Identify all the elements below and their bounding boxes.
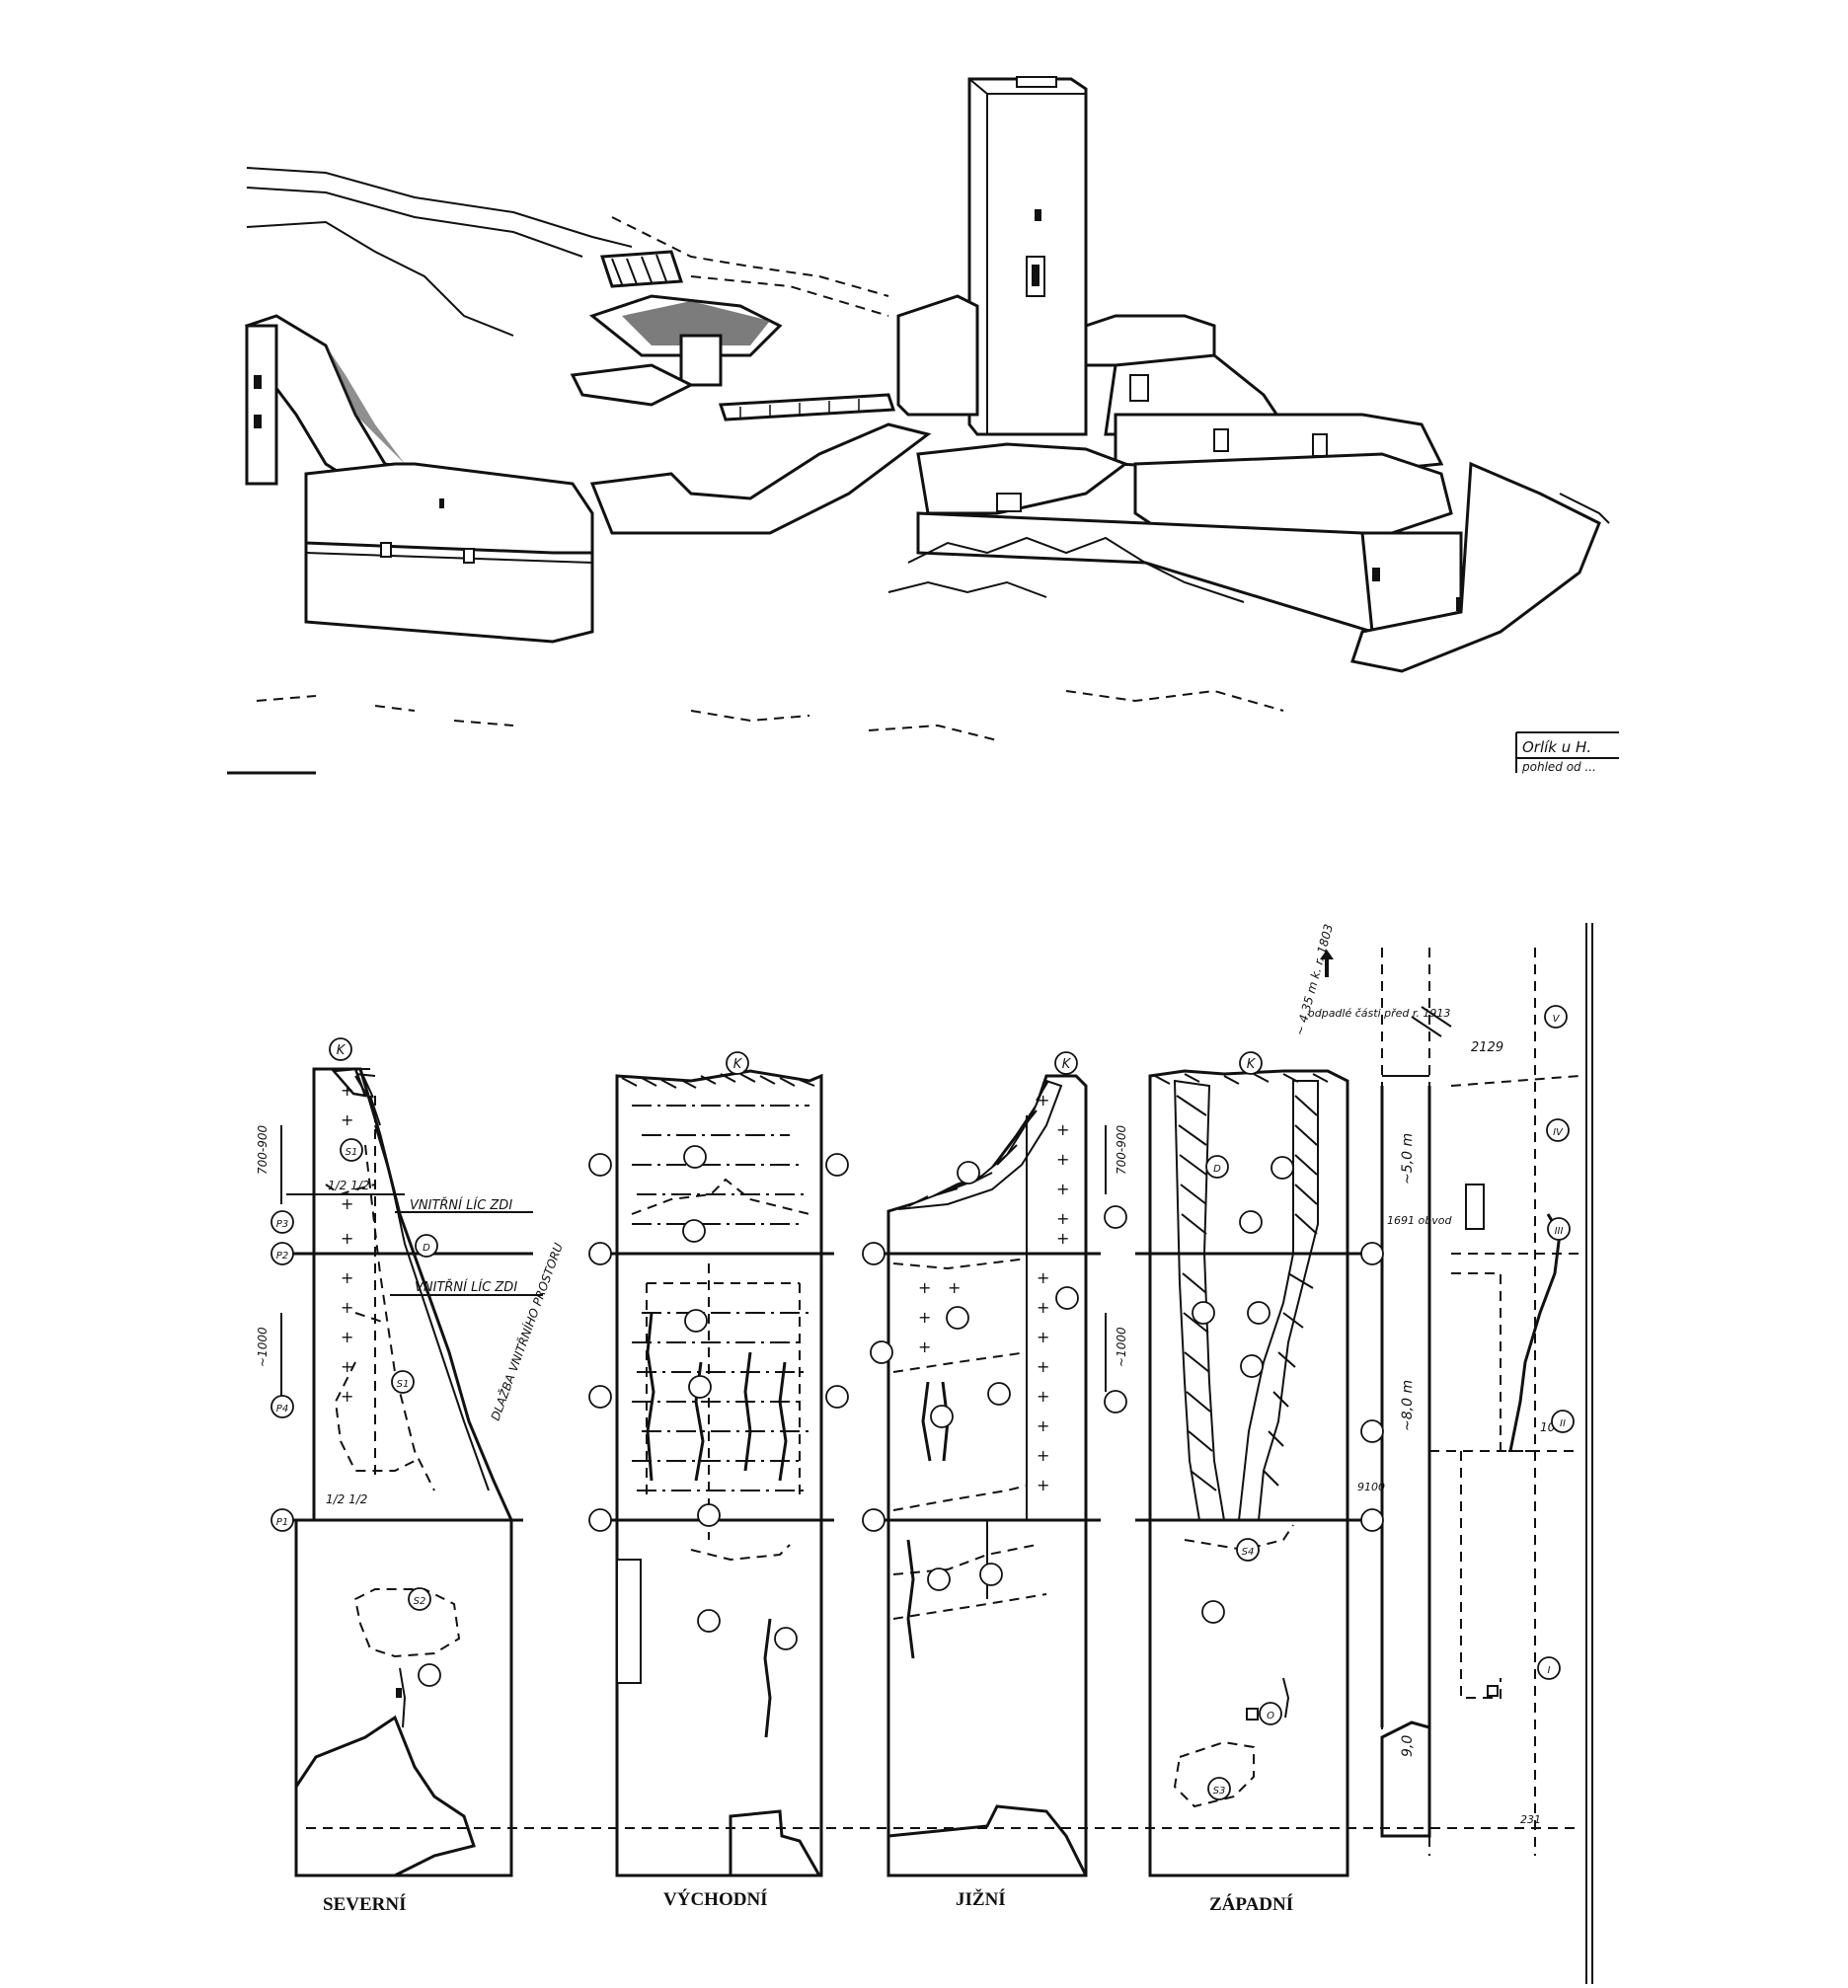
marker-p4-north: P4 <box>276 1404 288 1415</box>
crown-marker-west: K <box>1247 1057 1257 1072</box>
svg-text:+: + <box>1056 1229 1069 1248</box>
svg-text:+: + <box>1037 1268 1049 1287</box>
svg-text:+: + <box>1037 1476 1049 1494</box>
half-marks-north-upper: 1/2 1/2 <box>328 1179 369 1192</box>
roman-ii: II <box>1560 1418 1566 1429</box>
historic-note: odpadlé části před r. 1913 <box>1308 1007 1450 1020</box>
roman-i: I <box>1548 1665 1551 1676</box>
dim-8m: ~8,0 m <box>1400 1380 1416 1431</box>
west-elevation <box>1135 1069 1362 1877</box>
castle-perspective-drawing <box>227 76 1619 775</box>
marker-d-north: D <box>423 1243 430 1254</box>
marker-o-west: O <box>1267 1711 1274 1721</box>
spacing-south-lower: ~1000 <box>1115 1327 1128 1367</box>
crown-marker-east: K <box>733 1057 743 1072</box>
marker-p3-north: P3 <box>276 1219 288 1230</box>
north-elevation: 1/2 1/2 1/2 1/2 +++ ++ +++ ++ 700-900 ~1… <box>256 1067 533 1877</box>
marker-s3-west: S3 <box>1213 1786 1226 1797</box>
inner-face-label-1: VNITŘNÍ LÍC ZDI <box>410 1197 512 1213</box>
svg-text:+: + <box>341 1268 353 1287</box>
marker-p1-north: P1 <box>276 1517 288 1528</box>
marker-s2-north: S2 <box>414 1596 426 1607</box>
svg-text:+: + <box>1056 1180 1069 1198</box>
label-north: SEVERNÍ <box>323 1893 406 1915</box>
svg-text:+: + <box>341 1387 353 1406</box>
svg-text:+: + <box>1037 1387 1049 1406</box>
level-1691: 1691 obvod <box>1387 1214 1452 1227</box>
spacing-north-lower: ~1000 <box>256 1327 270 1367</box>
svg-text:+: + <box>341 1357 353 1376</box>
caption-line-2: pohled od ... <box>1521 760 1596 774</box>
spacing-south-upper: 700-900 <box>1115 1124 1128 1175</box>
marker-s1-north: S1 <box>346 1147 358 1158</box>
marker-s4-west: S4 <box>1242 1547 1255 1558</box>
inner-face-label-2: VNITŘNÍ LÍC ZDI <box>415 1279 517 1295</box>
label-east: VÝCHODNÍ <box>663 1888 768 1910</box>
marker-p2-north: P2 <box>276 1251 288 1262</box>
circle-markers <box>270 1005 1575 1800</box>
marker-letters: K K K K P3 P2 P4 P1 S1 S1 S2 D D O S3 S4… <box>276 1014 1566 1797</box>
crown-marker-north: K <box>337 1043 346 1058</box>
svg-text:+: + <box>1037 1357 1049 1376</box>
east-elevation <box>602 1069 834 1877</box>
svg-text:+: + <box>918 1308 931 1327</box>
svg-text:+: + <box>1037 1446 1049 1465</box>
svg-text:+: + <box>1056 1150 1069 1169</box>
cross-section <box>1380 923 1593 1984</box>
level-910: 9100 <box>1357 1481 1385 1493</box>
svg-text:+: + <box>918 1338 931 1356</box>
north-arrow-icon <box>1320 950 1334 977</box>
svg-text:+: + <box>948 1278 961 1297</box>
svg-text:+: + <box>1037 1091 1049 1109</box>
svg-text:+: + <box>1056 1209 1069 1228</box>
roman-v: V <box>1553 1014 1561 1025</box>
label-west: ZÁPADNÍ <box>1209 1893 1293 1915</box>
half-marks-north-lower: 1/2 1/2 <box>326 1492 367 1506</box>
svg-text:+: + <box>1037 1328 1049 1346</box>
svg-text:+: + <box>918 1278 931 1297</box>
roman-iv: IV <box>1553 1127 1564 1138</box>
label-south: JIŽNÍ <box>956 1888 1006 1910</box>
dim-5m: ~5,0 m <box>1400 1133 1416 1185</box>
marker-d-west: D <box>1213 1164 1221 1175</box>
svg-text:+: + <box>341 1328 353 1346</box>
paving-label: DLAŽBA VNITŘNÍHO PROSTORU <box>488 1241 566 1422</box>
bottom-level: 231 <box>1520 1813 1541 1826</box>
spacing-north-upper: 700-900 <box>256 1124 270 1175</box>
marker-s1b-north: S1 <box>397 1379 410 1390</box>
caption-line-1: Orlík u H. <box>1522 738 1591 756</box>
svg-text:+: + <box>341 1194 353 1213</box>
dim-9m: 9,0 <box>1400 1735 1416 1757</box>
svg-text:+: + <box>341 1229 353 1248</box>
level-2129: 2129 <box>1471 1040 1503 1055</box>
svg-text:+: + <box>341 1110 353 1129</box>
svg-text:+: + <box>341 1298 353 1317</box>
svg-text:+: + <box>1037 1416 1049 1435</box>
svg-text:+: + <box>1056 1120 1069 1139</box>
svg-text:+: + <box>341 1081 353 1100</box>
svg-text:+: + <box>1037 1298 1049 1317</box>
height-note: ~ 4,35 m k. r. 1803 <box>1292 923 1336 1037</box>
crown-marker-south: K <box>1062 1057 1072 1072</box>
roman-iii: III <box>1555 1226 1564 1237</box>
south-elevation: +++ +++ +++ +++ ++ +++ ++ 700-900 ~1000 <box>874 1074 1128 1877</box>
